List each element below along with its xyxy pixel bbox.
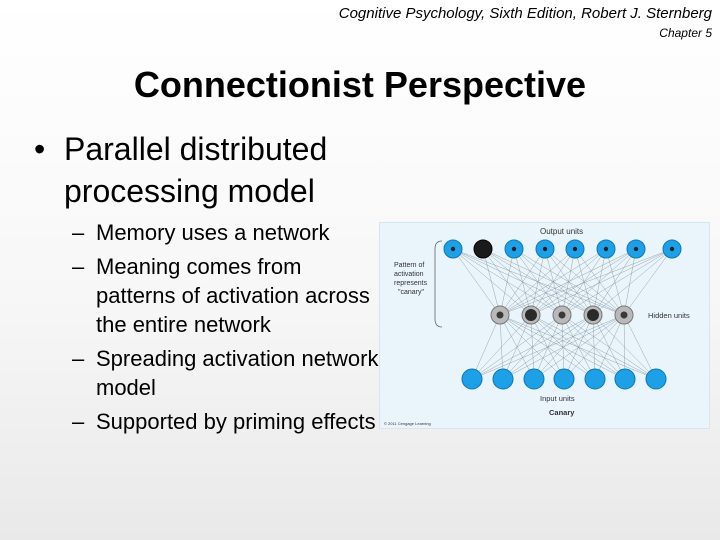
hidden-units-label: Hidden units	[648, 311, 690, 320]
pattern-label-line: activation	[394, 271, 424, 278]
input-unit-node	[645, 368, 667, 390]
input-unit-node	[492, 368, 514, 390]
figure-caption: Canary	[549, 408, 575, 417]
pattern-label-line: "canary"	[398, 289, 424, 296]
connection-line	[499, 248, 576, 316]
subbullet-dash: –	[72, 220, 85, 245]
connection-line	[561, 248, 673, 316]
connection-line	[594, 314, 625, 380]
connection-line	[623, 314, 626, 380]
connection-line	[592, 248, 673, 316]
subbullet-text: Memory uses a network	[96, 220, 330, 245]
output-unit-core	[603, 246, 609, 252]
subbullet-dash: –	[72, 409, 85, 434]
book-header: Cognitive Psychology, Sixth Edition, Rob…	[338, 5, 712, 22]
input-unit-node	[461, 368, 483, 390]
connection-line	[471, 314, 594, 380]
connection-line	[605, 248, 625, 316]
connection-line	[452, 248, 532, 316]
unit-nodes	[443, 239, 682, 390]
connection-line	[561, 248, 637, 316]
input-units-label: Input units	[540, 394, 575, 403]
copyright-note: © 2011 Cengage Learning	[384, 421, 431, 426]
pdp-network-figure: Output units Pattern of activation repre…	[379, 222, 710, 429]
input-unit-node	[523, 368, 545, 390]
slide-title: Connectionist Perspective	[133, 64, 587, 105]
connection-line	[623, 248, 637, 316]
connection-line	[452, 248, 594, 316]
connection-edges	[452, 248, 673, 380]
subbullet-dash: –	[72, 346, 85, 371]
pattern-bracket	[434, 240, 443, 328]
output-unit-core	[450, 246, 456, 252]
pattern-annotation: Pattern of activation represents "canary…	[394, 240, 443, 328]
connection-line	[452, 248, 563, 316]
output-unit-core	[633, 246, 639, 252]
bullet-text: Parallel distributed processing model	[64, 131, 328, 209]
subbullet-text: Meaning comes from patterns of activatio…	[96, 254, 370, 337]
connection-line	[452, 248, 625, 316]
connection-line	[623, 314, 657, 380]
pattern-label-line: represents	[394, 280, 428, 287]
hidden-unit-core	[620, 311, 628, 319]
connection-line	[544, 248, 625, 316]
connection-line	[592, 248, 607, 316]
connection-line	[623, 248, 673, 316]
connection-line	[530, 248, 637, 316]
subbullet-text: Supported by priming effects	[96, 409, 376, 434]
connection-line	[499, 248, 515, 316]
chapter-header: Chapter 5	[659, 26, 712, 40]
connection-line	[544, 248, 594, 316]
output-unit-core	[669, 246, 675, 252]
output-unit-core	[542, 246, 548, 252]
hidden-unit-core	[558, 311, 566, 319]
bullet-marker: •	[34, 131, 46, 167]
connection-line	[499, 248, 673, 316]
connection-line	[530, 248, 673, 316]
connection-line	[482, 248, 501, 316]
connection-line	[563, 314, 594, 380]
connection-line	[544, 248, 563, 316]
hidden-unit-core	[525, 309, 537, 321]
connection-line	[561, 248, 607, 316]
connection-line	[499, 248, 607, 316]
connection-line	[499, 248, 637, 316]
connection-line	[563, 314, 625, 380]
input-unit-node	[584, 368, 606, 390]
input-unit-node	[614, 368, 636, 390]
hidden-unit-core	[587, 309, 599, 321]
subbullet-text: Spreading activation network model	[96, 346, 379, 400]
input-unit-node	[553, 368, 575, 390]
connection-line	[592, 248, 637, 316]
connection-line	[502, 314, 625, 380]
connection-line	[530, 248, 546, 316]
output-units-label: Output units	[540, 227, 583, 236]
output-unit-node	[473, 239, 493, 259]
output-unit-core	[511, 246, 517, 252]
connection-line	[452, 248, 501, 316]
connection-line	[471, 314, 532, 380]
output-unit-core	[572, 246, 578, 252]
connection-line	[471, 314, 625, 380]
pattern-label-line: Pattern of	[394, 262, 424, 269]
connection-line	[499, 248, 546, 316]
connection-line	[533, 314, 625, 380]
connection-line	[471, 314, 501, 380]
connection-line	[471, 314, 563, 380]
network-diagram-svg: Output units Pattern of activation repre…	[384, 227, 690, 426]
hidden-unit-core	[496, 311, 504, 319]
subbullet-dash: –	[72, 254, 85, 279]
